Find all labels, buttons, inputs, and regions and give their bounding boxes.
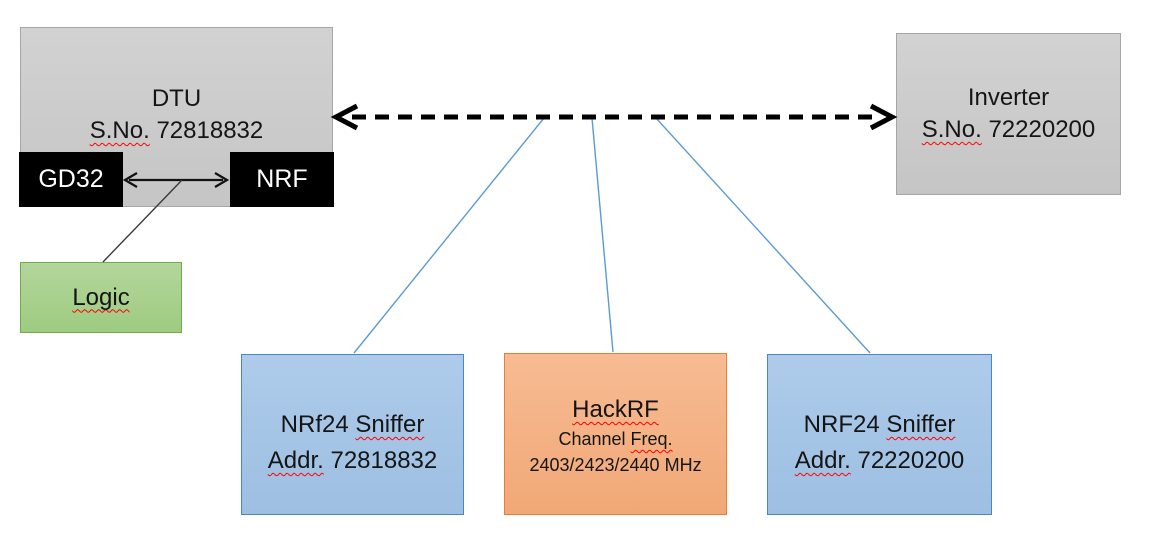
rf-arrowhead-right-icon [869, 103, 898, 131]
sniffer-right-word: Sniffer [886, 411, 956, 438]
rf-dashed-arrow [330, 103, 898, 131]
inverter-serial-label: S.No. [921, 116, 982, 143]
nrf-chip-label: NRF [256, 165, 308, 193]
inverter-box: Inverter S.No. 72220200 [896, 33, 1121, 195]
sniffer-right-box: NRF24 Sniffer Addr. 72220200 [767, 354, 992, 515]
rf-connector-lines [353, 117, 871, 354]
hackrf-channel-word: Channel [558, 429, 626, 449]
hackrf-channel-line: Channel Freq. [505, 426, 726, 452]
gd32-chip-label: GD32 [38, 165, 104, 193]
hackrf-freq-word: Freq. [630, 429, 673, 449]
sniffer-left-address: Addr. 72818832 [242, 443, 463, 479]
dtu-serial: S.No. 72818832 [21, 115, 332, 147]
hackrf-frequencies: 2403/2423/2440 MHz [529, 455, 702, 475]
rf-arrowhead-left-icon [330, 103, 359, 131]
gd32-chip: GD32 [19, 152, 123, 207]
sniffer-left-addr-value: 72818832 [330, 447, 438, 474]
dtu-title: DTU [151, 85, 202, 112]
sniffer-right-addr-label: Addr. [794, 447, 851, 474]
hackrf-connector-line [591, 117, 614, 353]
sniffer-right-name: NRF24 [803, 411, 880, 438]
sniffer-left-box: NRf24 Sniffer Addr. 72818832 [241, 354, 464, 515]
sniffer-left-name: NRf24 [280, 411, 349, 438]
inverter-serial: S.No. 72220200 [897, 114, 1120, 146]
sniffer-right-connector-line [655, 117, 871, 354]
dtu-serial-label: S.No. [89, 117, 150, 144]
sniffer-right-address: Addr. 72220200 [768, 443, 991, 479]
sniffer-left-addr-label: Addr. [267, 447, 324, 474]
hackrf-title: HackRF [505, 394, 726, 426]
sniffer-right-title: NRF24 Sniffer [768, 407, 991, 443]
logic-box: Logic [20, 262, 182, 333]
sniffer-left-word: Sniffer [355, 411, 425, 438]
sniffer-left-title: NRf24 Sniffer [242, 407, 463, 443]
inverter-title: Inverter [967, 84, 1050, 111]
nrf-chip: NRF [230, 152, 334, 207]
logic-label: Logic [72, 283, 130, 311]
hackrf-title-text: HackRF [572, 396, 659, 423]
dtu-serial-number: 72818832 [156, 117, 264, 144]
hackrf-box: HackRF Channel Freq. 2403/2423/2440 MHz [504, 353, 727, 515]
sniffer-right-addr-value: 72220200 [857, 447, 965, 474]
inverter-serial-number: 72220200 [988, 116, 1096, 143]
sniffer-left-connector-line [353, 117, 545, 354]
